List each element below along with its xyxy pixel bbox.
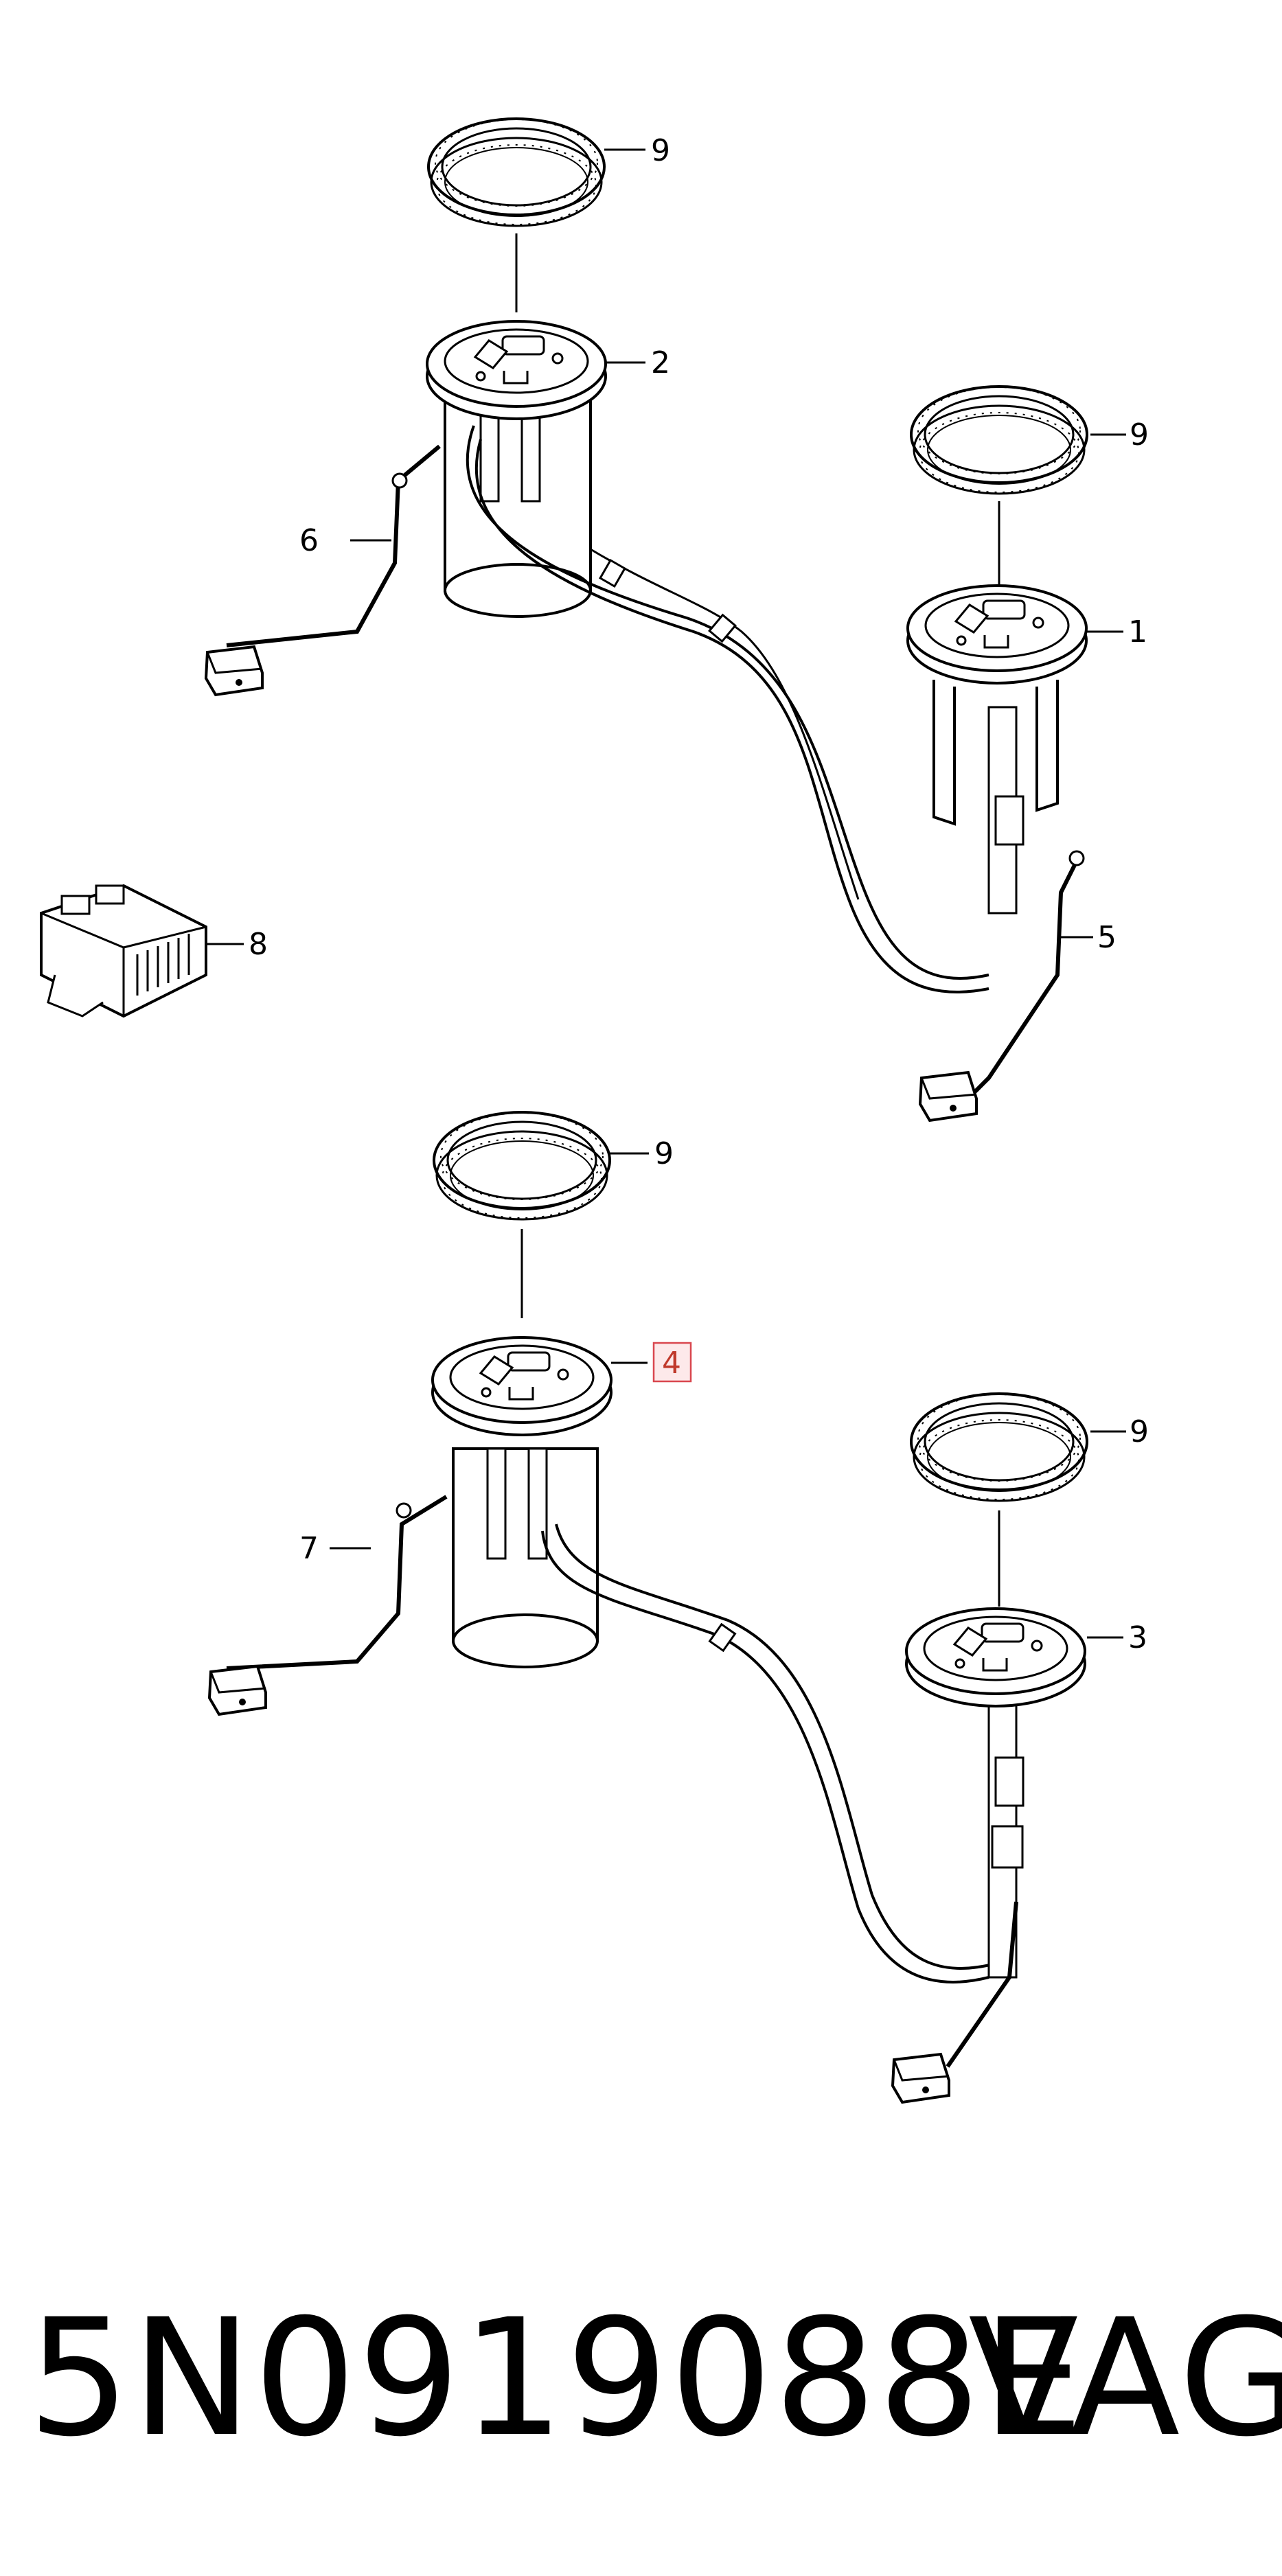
highlight-box-part-4 (652, 1342, 692, 1383)
label-part-5: 5 (1097, 920, 1117, 955)
fuel-line-lower (541, 1523, 996, 1983)
seal-ring-lower-left (433, 1111, 611, 1318)
label-part-6: 6 (299, 523, 319, 558)
label-ring-a: 9 (651, 133, 670, 168)
level-sensor-3 (891, 1901, 1018, 2104)
label-part-4: 4 (662, 1346, 681, 1381)
label-ring-b: 9 (1130, 417, 1149, 452)
level-sensor-5 (919, 850, 1085, 1122)
footer-brand: VAG (968, 2285, 1282, 2472)
fuel-pump-unit-1 (906, 584, 1088, 915)
footer-part-number: 5N0919088E (27, 2285, 1085, 2472)
leader-lines (206, 148, 1126, 1639)
label-ring-c: 9 (654, 1136, 674, 1171)
seal-ring-lower-right (910, 1392, 1088, 1607)
label-part-7: 7 (299, 1531, 319, 1566)
control-unit-8 (40, 884, 207, 1018)
level-sensor-7 (208, 1495, 448, 1716)
fuel-pump-unit-2 (426, 320, 607, 618)
fuel-pump-unit-3 (905, 1607, 1086, 1979)
fuel-line-upper (466, 425, 989, 993)
label-part-2: 2 (651, 345, 670, 380)
label-part-3: 3 (1128, 1620, 1147, 1655)
level-sensor-6 (205, 444, 441, 696)
label-part-1: 1 (1128, 614, 1147, 649)
label-ring-d: 9 (1130, 1414, 1149, 1449)
label-part-8: 8 (249, 927, 268, 962)
seal-ring-upper-left (427, 117, 606, 312)
fuel-pump-unit-4 (431, 1336, 613, 1668)
seal-ring-upper-right (910, 385, 1088, 587)
